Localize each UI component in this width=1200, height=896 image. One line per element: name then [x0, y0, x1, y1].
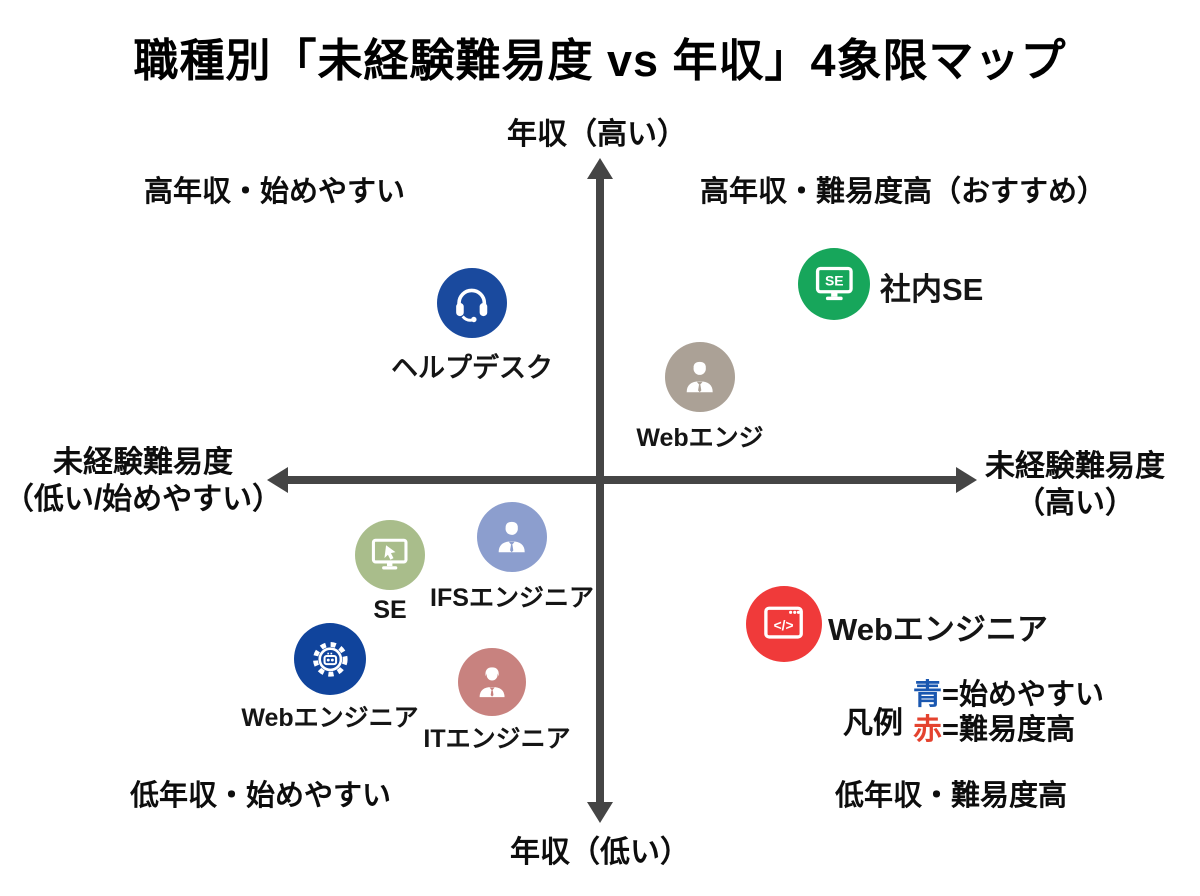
- page-title: 職種別「未経験難易度 vs 年収」4象限マップ: [133, 35, 1067, 86]
- point-web-engineer-blue: [294, 623, 366, 695]
- legend-text-blue: =始めやすい: [942, 679, 1104, 711]
- quadrant-label-bottom-right: 低年収・難易度高: [835, 780, 1068, 812]
- axis-label-left-line1: 未経験難易度: [53, 446, 233, 479]
- axis-label-right-line1: 未経験難易度: [985, 450, 1165, 483]
- quadrant-label-top-left: 高年収・始めやすい: [144, 176, 406, 208]
- point-se: [355, 520, 425, 590]
- monitor-cursor-icon: [372, 538, 408, 570]
- businessman-icon: [686, 362, 714, 393]
- axis-label-bottom: 年収（低い）: [510, 836, 690, 869]
- vertical-axis-line: [596, 176, 604, 804]
- point-label-helpdesk: ヘルプデスク: [391, 353, 553, 383]
- point-label-ifs-engineer: IFSエンジニア: [430, 584, 594, 612]
- legend-title: 凡例: [843, 707, 903, 740]
- legend-key-red: 赤: [913, 714, 943, 746]
- axis-label-top: 年収（高い）: [507, 118, 687, 151]
- arrowhead-up-icon: [587, 158, 613, 179]
- point-label-se: SE: [373, 596, 407, 624]
- monitor-se-icon: SE: [815, 266, 853, 300]
- axis-label-left-line2: （低い/始めやすい）: [3, 483, 283, 516]
- legend-entry-red: 赤=難易度高: [913, 706, 1075, 748]
- legend-key-blue: 青: [913, 679, 943, 711]
- arrowhead-left-icon: [267, 467, 288, 493]
- point-helpdesk: [437, 268, 507, 338]
- person-icon: [479, 667, 505, 698]
- point-label-web-engineer-blue: Webエンジニア: [241, 704, 419, 732]
- horizontal-axis-line: [286, 476, 956, 484]
- svg-text:SE: SE: [825, 272, 844, 288]
- quadrant-label-top-right: 高年収・難易度高（おすすめ）: [700, 176, 1107, 208]
- axis-label-right: 未経験難易度 （高い）: [950, 448, 1200, 522]
- point-label-internal-se: 社内SE: [880, 272, 984, 307]
- point-ifs-engineer: [477, 502, 547, 572]
- headset-icon: [456, 288, 488, 323]
- legend-text-red: =難易度高: [942, 714, 1075, 746]
- businessman-icon: [498, 522, 526, 553]
- axis-label-right-line2: （高い）: [1015, 487, 1135, 520]
- svg-text:</>: </>: [774, 618, 794, 633]
- point-label-web-engi: Webエンジ: [636, 424, 764, 452]
- point-it-engineer: [458, 648, 526, 716]
- legend-entry-blue: 青=始めやすい: [913, 671, 1104, 713]
- code-window-icon: </>: [764, 607, 804, 640]
- quadrant-label-bottom-left: 低年収・始めやすい: [130, 780, 392, 812]
- point-web-engineer-red: </>: [746, 586, 822, 662]
- gear-robot-icon: [312, 641, 348, 677]
- point-label-it-engineer: ITエンジニア: [423, 725, 571, 753]
- arrowhead-down-icon: [587, 802, 613, 823]
- point-label-web-engineer-red: Webエンジニア: [828, 612, 1048, 647]
- point-web-engi: [665, 342, 735, 412]
- point-internal-se: SE: [798, 248, 870, 320]
- arrowhead-right-icon: [956, 467, 977, 493]
- axis-label-left: 未経験難易度 （低い/始めやすい）: [0, 444, 286, 518]
